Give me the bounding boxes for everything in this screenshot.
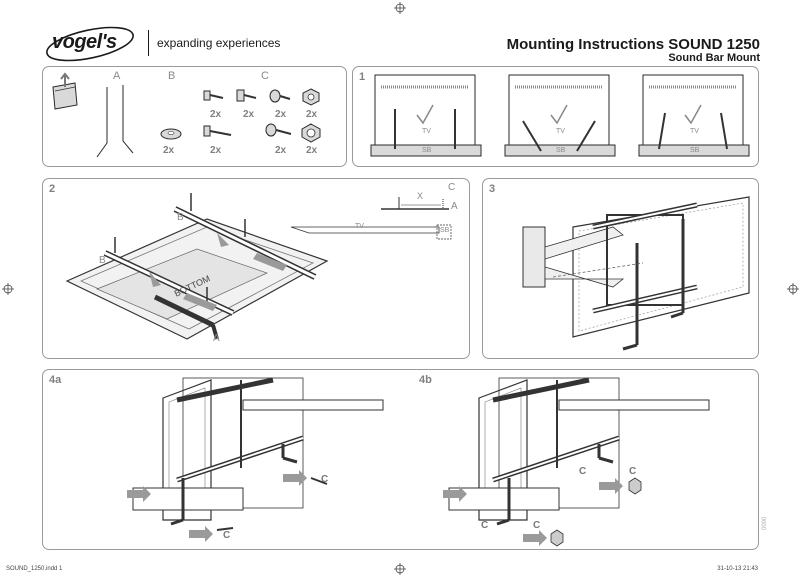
screw-icon-1 [203, 90, 224, 101]
step-3-number: 3 [489, 183, 496, 195]
registration-mark-top [394, 2, 406, 14]
step-4-panel: 4a 4b C C [42, 369, 759, 550]
nut-icon-1 [302, 88, 320, 106]
step-4b-callout-c-3: C [481, 520, 489, 531]
screw-icon-4 [203, 125, 232, 137]
step-4b-callout-c-1: C [579, 466, 587, 477]
step-1-sb-label-2: SB [556, 147, 566, 154]
step-1-tv-label-3: TV [690, 128, 699, 135]
step-1-panel: 1 TV SB TV SB TV SB [352, 66, 759, 167]
step-4b-callout-c-2: C [629, 466, 637, 477]
step-1-diagram-1 [370, 74, 482, 157]
footer-date: 31-10-13 21:43 [717, 566, 758, 572]
step-2-tv-label: TV [355, 223, 364, 230]
qty-c1: 2x [210, 109, 222, 120]
screw-icon-3 [269, 89, 291, 103]
step-1-number: 1 [359, 71, 366, 83]
footer-file: SOUND_1250.indd 1 [6, 566, 63, 572]
parts-bag-icon [52, 72, 78, 110]
screw-icon-2 [236, 89, 257, 102]
step-2-label-b-1: B [177, 212, 184, 223]
parts-panel: A B C 2x 2x 2x 2x 2x 2x 2x 2x [42, 66, 347, 167]
registration-mark-left [2, 283, 14, 295]
step-4a-callout-c-2: C [223, 530, 231, 541]
step-1-tv-label-2: TV [556, 128, 565, 135]
step-4a-callout-c-1: C [321, 474, 329, 485]
tagline: expanding experiences [157, 36, 281, 50]
part-a-brackets [96, 85, 134, 158]
qty-c4: 2x [306, 109, 318, 120]
nut-icon-2 [301, 123, 321, 143]
part-b-washer-icon [160, 128, 182, 140]
qty-c3: 2x [275, 109, 287, 120]
brand-logo-ellipse [46, 26, 134, 62]
registration-mark-right [787, 283, 799, 295]
step-1-tv-label-1: TV [422, 128, 431, 135]
step-1-diagram-2 [504, 74, 616, 157]
page-subtitle: Sound Bar Mount [668, 52, 760, 64]
page-title: Mounting Instructions SOUND 1250 [506, 36, 760, 53]
step-2-label-x: X [417, 191, 424, 201]
step-1-diagram-3 [638, 74, 750, 157]
step-3-panel: 3 [482, 178, 759, 359]
part-label-c: C [261, 70, 269, 82]
step-2-label-c: C [448, 182, 456, 193]
qty-c6: 2x [275, 145, 287, 156]
qty-c2: 2x [243, 109, 255, 120]
side-code: 0000 [762, 516, 768, 530]
qty-b: 2x [163, 145, 175, 156]
header-divider [148, 30, 149, 56]
qty-c7: 2x [306, 145, 318, 156]
step-2-number: 2 [49, 183, 56, 195]
brand-logo: vogel's [52, 31, 117, 53]
step-1-sb-label-3: SB [690, 147, 700, 154]
part-label-b: B [168, 70, 176, 82]
screw-icon-5 [265, 123, 292, 137]
step-2-tv-back-diagram [65, 193, 329, 340]
step-4a-number: 4a [49, 374, 62, 386]
step-3-wall-mount-diagram [522, 196, 750, 351]
step-2-label-a: A [213, 333, 220, 344]
step-2-sb-label: SB [440, 227, 450, 234]
step-2-label-b-2: B [99, 255, 106, 266]
step-4b-callout-c-4: C [533, 520, 541, 531]
registration-mark-bottom [394, 563, 406, 575]
step-2-side-detail [290, 197, 452, 240]
step-2-panel: 2 B B A BOTTOM X C A TV S [42, 178, 470, 359]
step-2-label-a-detail: A [451, 201, 458, 212]
part-label-a: A [113, 70, 121, 82]
step-4b-number: 4b [419, 374, 432, 386]
step-1-sb-label-1: SB [422, 147, 432, 154]
qty-c5: 2x [210, 145, 222, 156]
step-4a-diagram [127, 377, 384, 542]
step-4b-diagram [443, 377, 710, 547]
